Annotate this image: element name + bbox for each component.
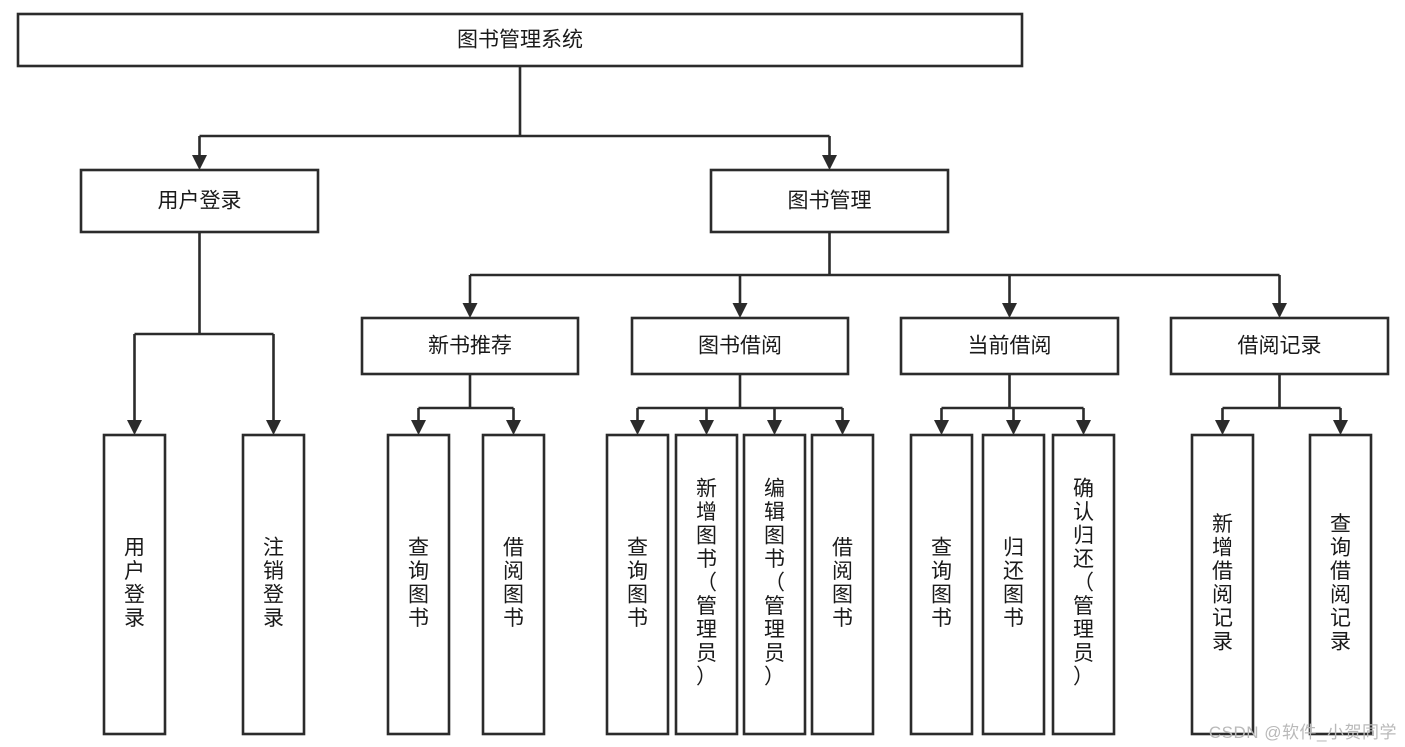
- node-book-management-to-child-1-arrowhead: [732, 303, 748, 318]
- root-to-child-0-arrowhead: [192, 155, 207, 170]
- node-current-borrowing[interactable]: 当前借阅: [899, 316, 1120, 376]
- node-leaf-add-record-label: 新增借阅记录: [1212, 513, 1233, 654]
- node-book-management-label: 图书管理: [788, 190, 872, 213]
- node-book-borrowing-to-child-2-arrowhead: [767, 420, 782, 435]
- node-leaf-query-book-1-box[interactable]: [386, 433, 451, 736]
- node-leaf-query-book-3[interactable]: 查询图书: [909, 433, 974, 736]
- node-leaf-return-book-label: 归还图书: [1003, 536, 1024, 630]
- node-leaf-add-book-box[interactable]: [674, 433, 739, 736]
- node-leaf-confirm-return-box[interactable]: [1051, 433, 1116, 736]
- node-book-borrowing-to-child-3-arrowhead: [835, 420, 850, 435]
- node-leaf-return-book-box[interactable]: [981, 433, 1046, 736]
- node-new-book-recommend-box[interactable]: [360, 316, 580, 376]
- node-new-book-recommend-to-child-1-arrowhead: [506, 420, 521, 435]
- node-leaf-query-book-3-box[interactable]: [909, 433, 974, 736]
- node-leaf-add-record[interactable]: 新增借阅记录: [1190, 433, 1255, 736]
- csdn-watermark: CSDN @软件_小贺同学: [1208, 723, 1397, 742]
- node-leaf-user-login-box[interactable]: [102, 433, 167, 736]
- node-leaf-user-login[interactable]: 用户登录: [102, 433, 167, 736]
- node-book-borrowing-label: 图书借阅: [698, 335, 782, 358]
- node-leaf-borrow-book-1[interactable]: 借阅图书: [481, 433, 546, 736]
- node-book-management-to-child-2-arrowhead: [1002, 303, 1017, 318]
- node-leaf-query-book-1-label: 查询图书: [408, 536, 429, 630]
- node-current-borrowing-box[interactable]: [899, 316, 1120, 376]
- node-leaf-query-book-2[interactable]: 查询图书: [605, 433, 670, 736]
- node-borrow-records[interactable]: 借阅记录: [1169, 316, 1390, 376]
- node-leaf-query-record-box[interactable]: [1308, 433, 1373, 736]
- node-current-borrowing-to-child-2-arrowhead: [1076, 420, 1091, 435]
- node-current-borrowing-to-child-0-arrowhead: [934, 420, 949, 435]
- node-book-management-to-child-3-arrowhead: [1272, 303, 1287, 318]
- node-book-borrowing-to-child-0-arrowhead: [630, 420, 645, 435]
- node-book-management-to-child-0-arrowhead: [462, 303, 478, 318]
- node-leaf-edit-book[interactable]: 编辑图书（管理员）: [742, 433, 807, 736]
- node-leaf-edit-book-box[interactable]: [742, 433, 807, 736]
- node-leaf-query-book-2-label: 查询图书: [627, 536, 648, 630]
- node-leaf-add-book[interactable]: 新增图书（管理员）: [674, 433, 739, 736]
- node-leaf-query-book-1[interactable]: 查询图书: [386, 433, 451, 736]
- node-leaf-edit-book-label: 编辑图书（管理员）: [764, 478, 785, 689]
- node-borrow-records-to-child-1-arrowhead: [1333, 420, 1348, 435]
- node-leaf-borrow-book-1-box[interactable]: [481, 433, 546, 736]
- node-borrow-records-to-child-0-arrowhead: [1215, 420, 1230, 435]
- node-leaf-user-login-label: 用户登录: [124, 536, 145, 630]
- node-borrow-records-label: 借阅记录: [1238, 335, 1322, 358]
- node-user-login-to-child-1-arrowhead: [266, 420, 281, 435]
- root-to-child-1-arrowhead: [822, 155, 837, 170]
- node-new-book-recommend[interactable]: 新书推荐: [360, 316, 580, 376]
- node-leaf-borrow-book-2[interactable]: 借阅图书: [810, 433, 875, 736]
- node-leaf-add-book-label: 新增图书（管理员）: [696, 478, 717, 689]
- node-leaf-borrow-book-1-label: 借阅图书: [503, 536, 524, 630]
- node-book-borrowing-box[interactable]: [630, 316, 850, 376]
- node-book-management-box[interactable]: [709, 168, 950, 234]
- node-current-borrowing-to-child-1-arrowhead: [1006, 420, 1021, 435]
- node-leaf-return-book[interactable]: 归还图书: [981, 433, 1046, 736]
- node-leaf-borrow-book-2-box[interactable]: [810, 433, 875, 736]
- node-root[interactable]: 图书管理系统: [16, 12, 1024, 68]
- node-user-login-box[interactable]: [79, 168, 320, 234]
- node-leaf-confirm-return[interactable]: 确认归还（管理员）: [1051, 433, 1116, 736]
- node-leaf-borrow-book-2-label: 借阅图书: [832, 536, 853, 630]
- nodes-layer: 图书管理系统用户登录用户登录注销登录图书管理新书推荐查询图书借阅图书图书借阅查询…: [16, 12, 1390, 736]
- node-root-box[interactable]: [16, 12, 1024, 68]
- node-book-borrowing[interactable]: 图书借阅: [630, 316, 850, 376]
- node-leaf-user-logout-box[interactable]: [241, 433, 306, 736]
- node-user-login-to-child-0-arrowhead: [127, 420, 142, 435]
- node-leaf-confirm-return-label: 确认归还（管理员）: [1073, 478, 1094, 689]
- node-leaf-user-logout-label: 注销登录: [263, 536, 284, 630]
- node-leaf-user-logout[interactable]: 注销登录: [241, 433, 306, 736]
- node-leaf-query-record[interactable]: 查询借阅记录: [1308, 433, 1373, 736]
- connectors-layer: [127, 66, 1348, 435]
- node-borrow-records-box[interactable]: [1169, 316, 1390, 376]
- node-root-label: 图书管理系统: [457, 29, 583, 52]
- node-new-book-recommend-to-child-0-arrowhead: [411, 420, 426, 435]
- node-new-book-recommend-label: 新书推荐: [428, 335, 512, 358]
- node-leaf-query-book-3-label: 查询图书: [931, 536, 952, 630]
- node-book-borrowing-to-child-1-arrowhead: [699, 420, 714, 435]
- node-book-management[interactable]: 图书管理: [709, 168, 950, 234]
- node-leaf-add-record-box[interactable]: [1190, 433, 1255, 736]
- node-current-borrowing-label: 当前借阅: [968, 335, 1052, 358]
- node-leaf-query-book-2-box[interactable]: [605, 433, 670, 736]
- node-user-login[interactable]: 用户登录: [79, 168, 320, 234]
- node-leaf-query-record-label: 查询借阅记录: [1330, 513, 1351, 654]
- node-user-login-label: 用户登录: [158, 190, 242, 213]
